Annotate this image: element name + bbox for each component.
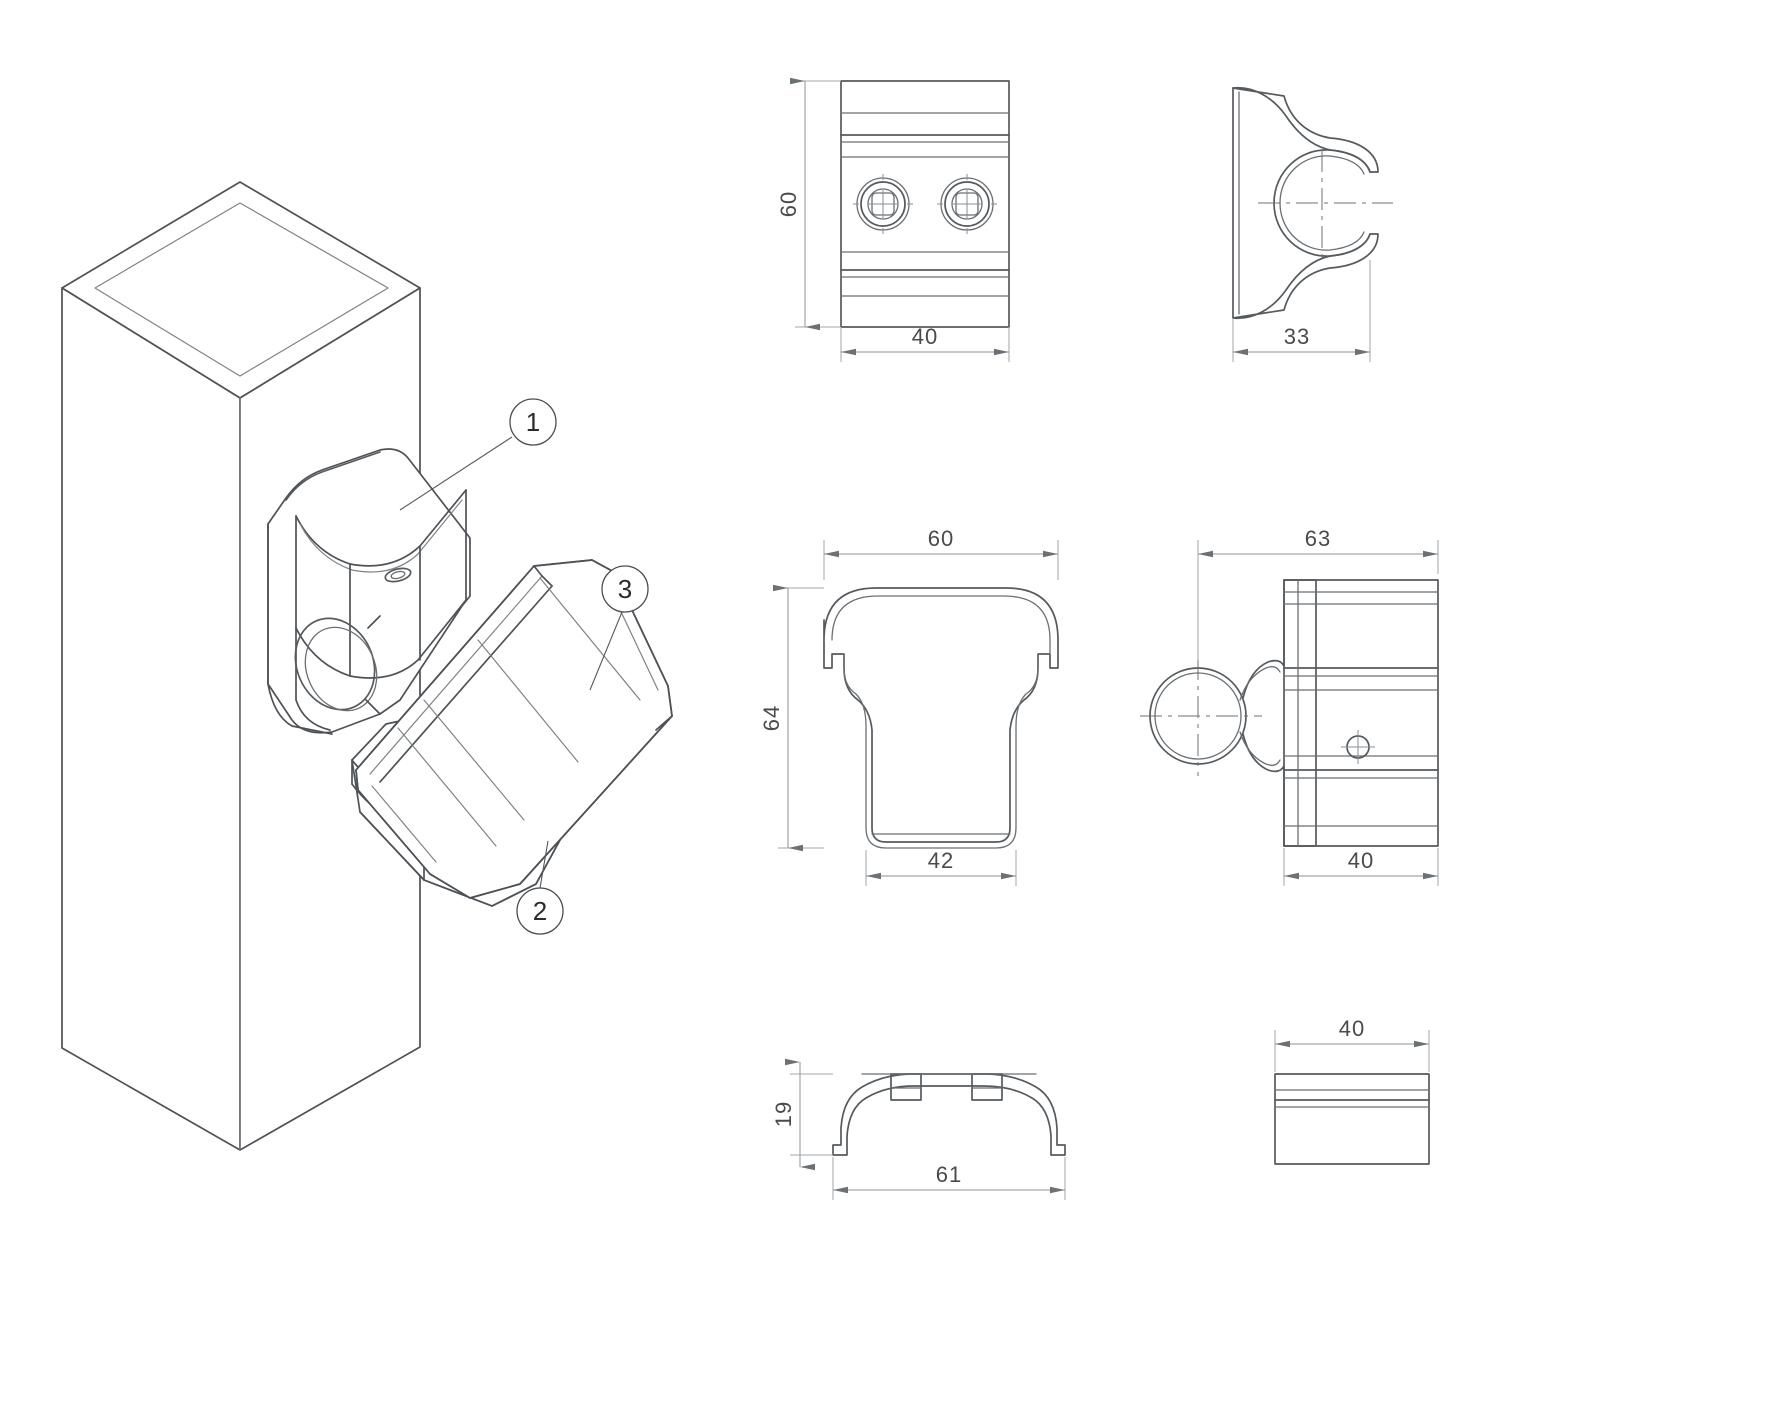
- leader-line-2: [539, 840, 549, 889]
- balloon-2-circle[interactable]: [516, 887, 564, 935]
- dimension-label-63-width: 63: [1305, 526, 1331, 551]
- dimension-40-bottom-width: 40: [1283, 848, 1439, 886]
- dimension-label-64-height: 64: [759, 705, 784, 731]
- leader-line-3: [589, 611, 623, 691]
- dimension-40-width: 40: [840, 324, 1010, 362]
- screw-boss-right: [937, 174, 997, 234]
- balloon-2-label: 2: [533, 896, 547, 926]
- dimension-label-42-bottom-width: 42: [928, 848, 954, 873]
- angled-tube-cover: [355, 559, 673, 899]
- dimension-60-top-width: 60: [823, 526, 1059, 580]
- balloon-1-circle[interactable]: [509, 398, 557, 446]
- dimension-label-19-height: 19: [771, 1101, 796, 1127]
- dimension-40-plan-width: 40: [1274, 1016, 1430, 1072]
- upper-saddle-clamp: [267, 448, 471, 735]
- dimension-label-60-height: 60: [776, 191, 801, 217]
- dimension-19-height: 19: [771, 1058, 833, 1171]
- dimension-label-33-width: 33: [1284, 324, 1310, 349]
- dimension-64-height: 64: [759, 584, 824, 852]
- view-saddle-profile: 60 64 42: [759, 526, 1059, 886]
- screw-boss-left: [853, 174, 913, 234]
- view-c-clamp: 33: [1232, 86, 1393, 362]
- isometric-assembly: 1 2 3: [61, 181, 673, 1151]
- dimension-label-40-bottom-width: 40: [1348, 848, 1374, 873]
- dimension-61-width: 61: [832, 1157, 1066, 1200]
- balloon-callouts: 1 2 3: [399, 398, 649, 935]
- balloon-1-label: 1: [526, 407, 540, 437]
- dimension-60-height: 60: [776, 77, 841, 331]
- dimension-label-40-plan-width: 40: [1339, 1016, 1365, 1041]
- view-clamp-side: 63 40: [1140, 526, 1439, 886]
- dimension-63-width: 63: [1197, 526, 1439, 660]
- balloon-3-circle[interactable]: [601, 565, 649, 613]
- dimension-33-width: 33: [1232, 260, 1371, 362]
- leader-line-1: [399, 436, 513, 511]
- dimension-label-40-width: 40: [912, 324, 938, 349]
- view-cap-plan: 40: [1274, 1016, 1430, 1165]
- dimension-42-bottom-width: 42: [865, 848, 1017, 886]
- view-cap-profile: 19 61: [771, 1058, 1066, 1200]
- dimension-label-60-top-width: 60: [928, 526, 954, 551]
- dimension-label-61-width: 61: [936, 1162, 962, 1187]
- view-front-block: 60 40: [776, 77, 1010, 362]
- balloon-3-label: 3: [618, 574, 632, 604]
